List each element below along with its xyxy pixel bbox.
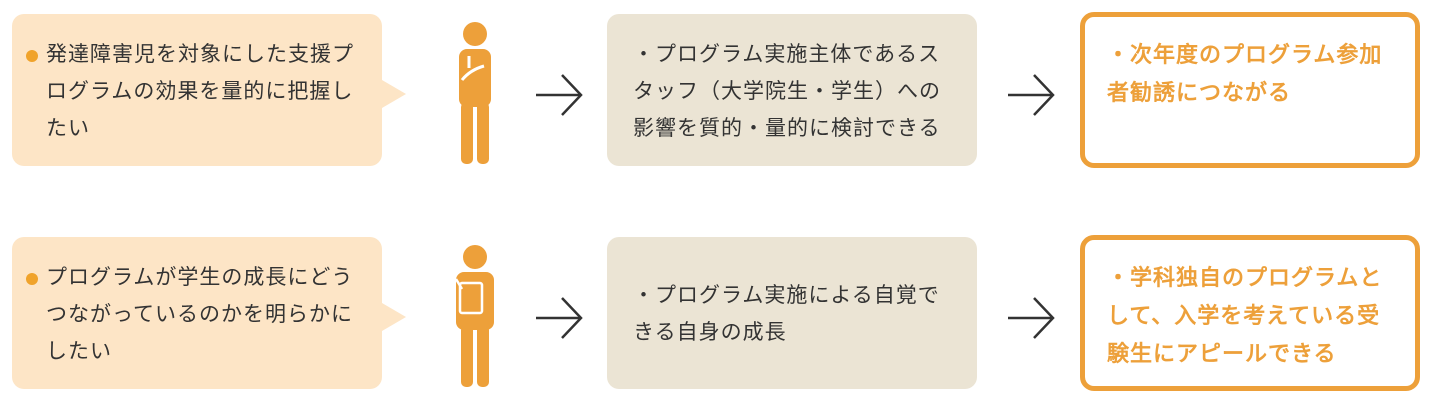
need-text: プログラムが学生の成長にどうつながっているのかを明らかにしたい — [46, 265, 354, 363]
effect-text: ・プログラム実施主体であるスタッフ（大学院生・学生）への影響を質的・量的に検討で… — [633, 42, 941, 140]
result-text: ・次年度のプログラム参加者勧誘につながる — [1107, 43, 1383, 106]
flow-row-1: 発達障害児を対象にした支援プログラムの効果を量的に把握したい ・プログラム実施主… — [0, 8, 1441, 168]
arrow-right-icon — [1004, 68, 1058, 122]
need-text: 発達障害児を対象にした支援プログラムの効果を量的に把握したい — [46, 42, 354, 140]
bullet-dot-icon — [26, 50, 38, 62]
bullet-dot-icon — [26, 273, 38, 285]
arrow-right-icon — [532, 291, 586, 345]
person-holding-book-icon — [440, 243, 510, 388]
result-box: ・学科独自のプログラムとして、入学を考えている受験生にアピールできる — [1080, 235, 1420, 391]
effect-box: ・プログラム実施主体であるスタッフ（大学院生・学生）への影響を質的・量的に検討で… — [607, 14, 977, 166]
arrow-right-icon — [1004, 291, 1058, 345]
effect-box: ・プログラム実施による自覚できる自身の成長 — [607, 237, 977, 389]
need-bubble: 発達障害児を対象にした支援プログラムの効果を量的に把握したい — [12, 14, 406, 166]
effect-text: ・プログラム実施による自覚できる自身の成長 — [633, 283, 940, 344]
result-box: ・次年度のプログラム参加者勧誘につながる — [1080, 12, 1420, 168]
arrow-right-icon — [532, 68, 586, 122]
result-text: ・学科独自のプログラムとして、入学を考えている受験生にアピールできる — [1107, 266, 1383, 367]
flow-row-2: プログラムが学生の成長にどうつながっているのかを明らかにしたい ・プログラム実施… — [0, 231, 1441, 391]
person-thinking-icon — [440, 20, 510, 165]
need-bubble: プログラムが学生の成長にどうつながっているのかを明らかにしたい — [12, 237, 406, 389]
